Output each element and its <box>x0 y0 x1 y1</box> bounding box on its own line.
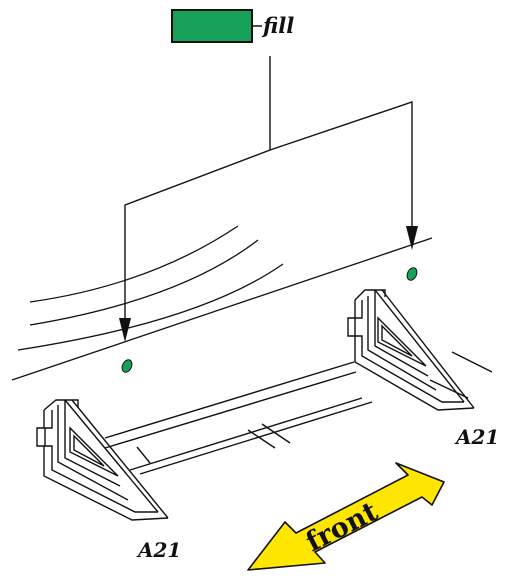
legend: fill <box>171 9 294 43</box>
leader-lines <box>124 56 413 325</box>
panel-surface <box>11 225 433 381</box>
bracket-left <box>36 399 169 521</box>
arrowhead-right <box>406 226 418 250</box>
bracket-right <box>347 289 475 411</box>
base-frame <box>104 351 493 475</box>
front-arrow-shape <box>247 462 445 571</box>
arrowhead-left <box>119 318 131 342</box>
legend-label: fill <box>261 13 294 38</box>
part-label-right: A21 <box>454 425 499 449</box>
fill-dot-right <box>406 267 418 281</box>
fill-dot-left <box>121 359 133 373</box>
part-label-left: A21 <box>136 538 181 562</box>
front-arrow: front <box>247 462 445 571</box>
fill-swatch <box>171 9 253 43</box>
front-label: front <box>301 496 383 558</box>
pointer-arrows <box>119 226 418 342</box>
